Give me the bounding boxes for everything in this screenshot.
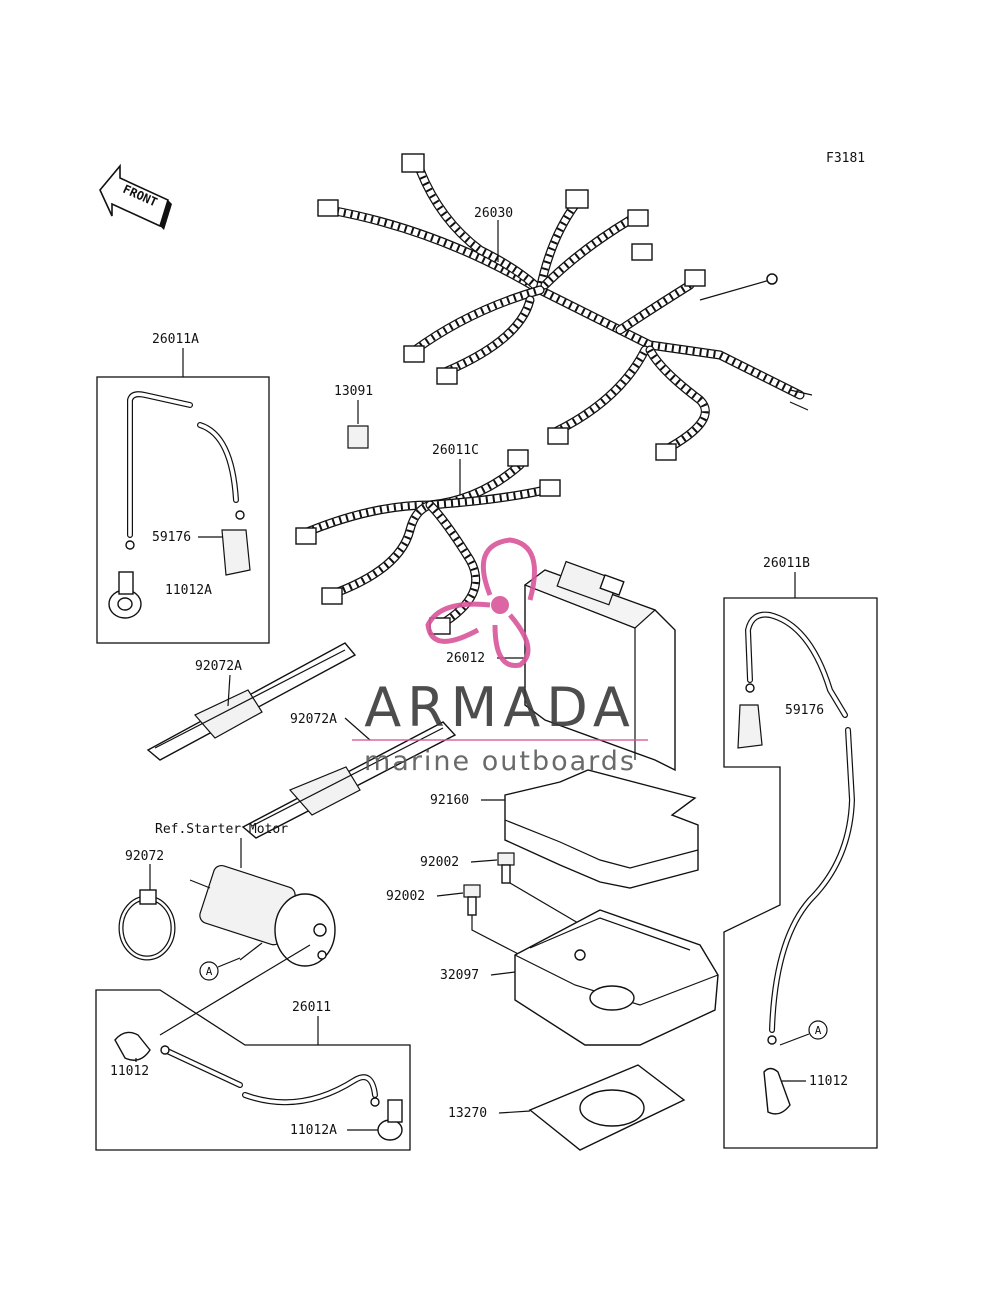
- pad-92160: [504, 769, 699, 889]
- label-59176-right: 59176: [785, 703, 824, 718]
- starter-motor-reference: Ref.Starter Motor: [155, 822, 288, 837]
- starter-motor: [189, 864, 336, 967]
- label-26011B: 26011B: [763, 556, 810, 571]
- battery-26012: [523, 560, 676, 772]
- label-11012A-bottom: 11012A: [290, 1123, 337, 1138]
- svg-text:A: A: [206, 965, 213, 978]
- bolt-92002-upper: [497, 852, 515, 884]
- label-13270: 13270: [448, 1106, 487, 1121]
- label-32097: 32097: [440, 968, 479, 983]
- figure-code: F3181: [826, 151, 865, 166]
- label-11012A-left: 11012A: [165, 583, 212, 598]
- main-wiring-harness: [317, 153, 813, 461]
- band-92072: [118, 889, 176, 961]
- label-92002-2: 92002: [386, 889, 425, 904]
- kit-box-26011: [95, 989, 411, 1151]
- watermark: ARMADA marine outboards: [352, 537, 648, 777]
- label-26011A: 26011A: [152, 332, 199, 347]
- label-92160: 92160: [430, 793, 469, 808]
- strap-92072A-lower: [241, 721, 457, 839]
- label-92002-1: 92002: [420, 855, 459, 870]
- plate-13270: [528, 1064, 686, 1151]
- label-11012-right: 11012: [809, 1074, 848, 1089]
- label-92072A-2: 92072A: [290, 712, 337, 727]
- label-92072A-1: 92072A: [195, 659, 242, 674]
- label-59176-left: 59176: [152, 530, 191, 545]
- callout-a-right: A: [779, 1020, 828, 1046]
- callout-a-left: A: [199, 957, 241, 981]
- label-11012-left: 11012: [110, 1064, 149, 1079]
- front-arrow-icon: FRONT: [99, 163, 172, 230]
- clamp-13091: [347, 425, 369, 449]
- strap-92072A-upper: [146, 642, 357, 761]
- label-26012: 26012: [446, 651, 485, 666]
- battery-tray-32097: [514, 909, 719, 1046]
- battery-cable-26011B: [737, 611, 856, 1115]
- label-92072: 92072: [125, 849, 164, 864]
- watermark-tagline: marine outboards: [364, 746, 636, 777]
- kit-box-26011A: [96, 376, 270, 644]
- battery-cable-26011A: [108, 391, 251, 619]
- watermark-brand: ARMADA: [364, 676, 636, 739]
- label-26011: 26011: [292, 1000, 331, 1015]
- label-13091: 13091: [334, 384, 373, 399]
- label-26030: 26030: [474, 206, 513, 221]
- propeller-logo-icon: [425, 537, 537, 668]
- label-26011C: 26011C: [432, 443, 479, 458]
- svg-text:A: A: [815, 1024, 822, 1037]
- starter-cable-26011: [114, 1031, 403, 1141]
- kit-box-26011B: [723, 597, 878, 1149]
- sub-wiring-harness: [295, 449, 561, 635]
- bolt-92002-lower: [463, 884, 481, 916]
